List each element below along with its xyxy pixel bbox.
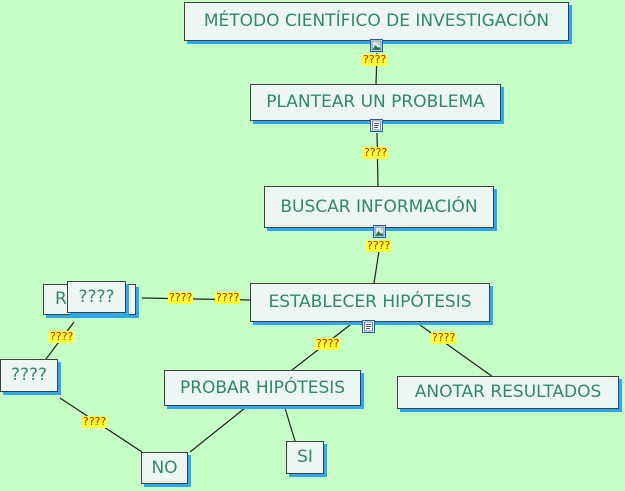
link-label: ???? bbox=[315, 337, 341, 350]
image-icon[interactable] bbox=[373, 225, 386, 238]
node-si[interactable]: SI bbox=[286, 441, 324, 474]
node-left-front-text: ???? bbox=[78, 286, 115, 307]
node-establecer-hipotesis[interactable]: ESTABLECER HIPÓTESIS bbox=[250, 283, 490, 322]
node-plantear-problema[interactable]: PLANTEAR UN PROBLEMA bbox=[250, 84, 501, 121]
node-probar-hipotesis[interactable]: PROBAR HIPÓTESIS bbox=[164, 370, 361, 406]
node-establecer-hipotesis-text: ESTABLECER HIPÓTESIS bbox=[268, 292, 472, 312]
node-left-mid[interactable]: ???? bbox=[0, 359, 58, 392]
link-label: ???? bbox=[49, 330, 75, 343]
link-label: ???? bbox=[82, 415, 108, 428]
document-icon[interactable] bbox=[370, 119, 383, 132]
link-probar-no bbox=[189, 407, 246, 453]
node-plantear-problema-text: PLANTEAR UN PROBLEMA bbox=[266, 92, 485, 112]
node-left-mid-text: ???? bbox=[10, 365, 48, 385]
node-buscar-informacion-text: BUSCAR INFORMACIÓN bbox=[280, 196, 478, 217]
node-anotar-resultados[interactable]: ANOTAR RESULTADOS bbox=[397, 376, 619, 409]
node-metodo-cientifico-text: MÉTODO CIENTÍFICO DE INVESTIGACIÓN bbox=[203, 11, 550, 31]
node-buscar-informacion[interactable]: BUSCAR INFORMACIÓN bbox=[264, 186, 494, 228]
node-si-text: SI bbox=[297, 447, 313, 467]
node-no[interactable]: NO bbox=[141, 452, 188, 484]
link-label: ???? bbox=[168, 291, 194, 304]
link-label: ???? bbox=[366, 239, 392, 252]
link-problema-buscar bbox=[376, 132, 379, 187]
node-anotar-resultados-text: ANOTAR RESULTADOS bbox=[414, 382, 602, 402]
link-probar-si bbox=[284, 407, 296, 442]
node-no-text: NO bbox=[151, 457, 178, 478]
link-label: ???? bbox=[362, 53, 388, 66]
node-probar-hipotesis-text: PROBAR HIPÓTESIS bbox=[179, 377, 346, 398]
link-label: ???? bbox=[215, 291, 241, 304]
link-label: ???? bbox=[431, 331, 457, 344]
image-icon[interactable] bbox=[370, 39, 383, 52]
node-metodo-cientifico[interactable]: MÉTODO CIENTÍFICO DE INVESTIGACIÓN bbox=[184, 2, 569, 41]
link-label: ???? bbox=[363, 146, 389, 159]
node-left-front[interactable]: ???? bbox=[67, 281, 126, 313]
node-left-back-text: R bbox=[55, 289, 67, 309]
document-icon[interactable] bbox=[362, 320, 375, 333]
